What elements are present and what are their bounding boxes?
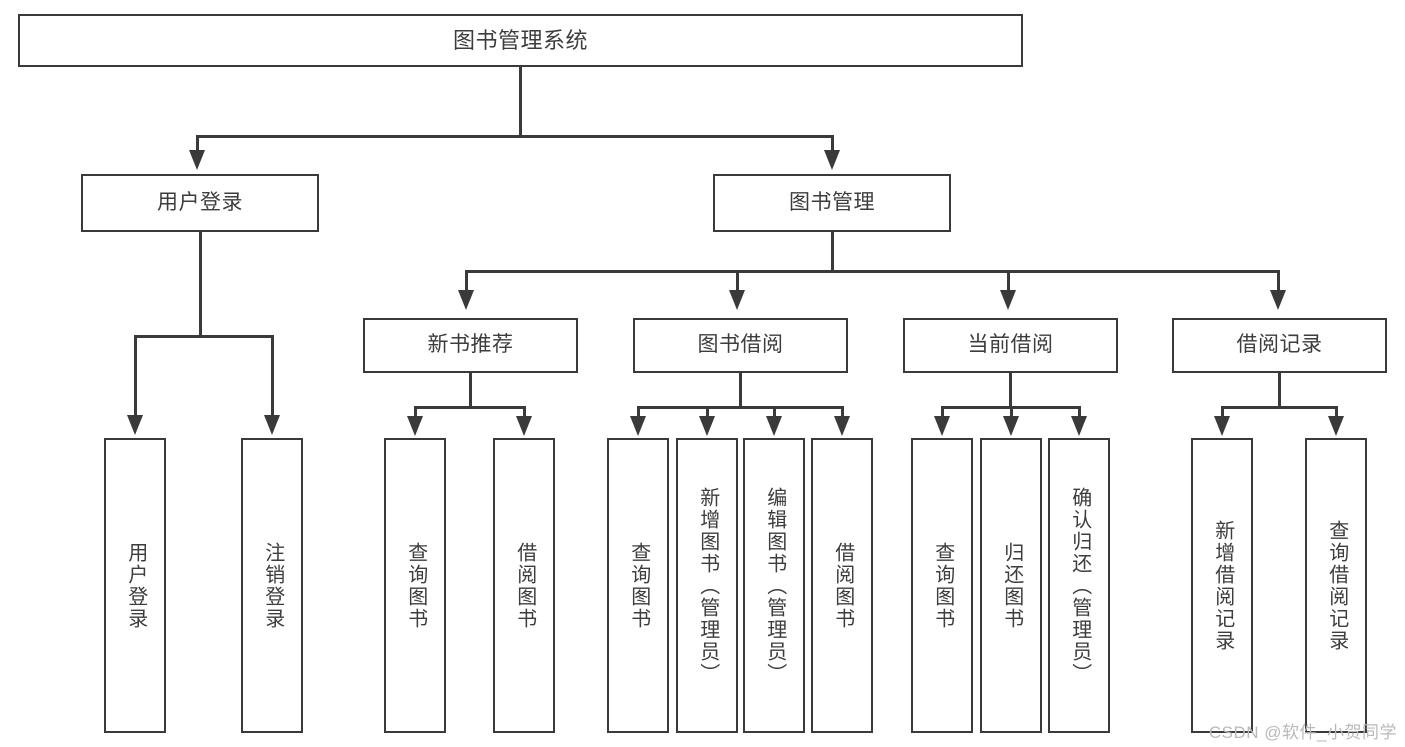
node-borrow-record[interactable]: 借阅记录: [1172, 318, 1387, 373]
connector-currentborrow-c3: [1078, 406, 1081, 420]
connector-borrowrecord-stem: [1278, 373, 1281, 408]
connector-bookborrow-stem: [739, 373, 742, 408]
leaf-add-book-admin[interactable]: 新增图书（管理员）: [676, 438, 738, 733]
node-label: 新书推荐: [427, 333, 514, 357]
node-label: 借阅图书: [513, 541, 536, 630]
connector-borrowrecord-c1: [1221, 406, 1224, 420]
connector-currentborrow-c1: [941, 406, 944, 420]
connector-userlogin-child2: [271, 335, 274, 420]
node-label: 用户登录: [157, 190, 243, 214]
connector-bookmgmt-c2: [736, 270, 739, 292]
connector-root-bar: [196, 135, 834, 138]
leaf-query-borrow-record[interactable]: 查询借阅记录: [1305, 438, 1367, 733]
arrow-newbook-c1: [407, 416, 423, 436]
leaf-logout[interactable]: 注销登录: [241, 438, 303, 733]
connector-bookborrow-c1: [637, 406, 640, 420]
node-book-management[interactable]: 图书管理: [713, 174, 951, 232]
arrow-bookborrow-c4: [834, 416, 850, 436]
arrow-newbook-c2: [516, 416, 532, 436]
leaf-edit-book-admin[interactable]: 编辑图书（管理员）: [743, 438, 805, 733]
node-book-borrow[interactable]: 图书借阅: [633, 318, 848, 373]
arrow-currentborrow-c2: [1003, 416, 1019, 436]
node-label: 编辑图书（管理员）: [763, 486, 786, 685]
node-label: 查询图书: [931, 541, 954, 630]
node-current-borrow[interactable]: 当前借阅: [903, 318, 1118, 373]
arrow-currentborrow-c3: [1071, 416, 1087, 436]
connector-newbook-c1: [414, 406, 417, 420]
leaf-confirm-return-admin[interactable]: 确认归还（管理员）: [1048, 438, 1110, 733]
connector-userlogin-child1: [134, 335, 137, 420]
leaf-user-login[interactable]: 用户登录: [104, 438, 166, 733]
node-new-book-recommend[interactable]: 新书推荐: [363, 318, 578, 373]
connector-root-to-bookmgmt: [831, 135, 834, 155]
arrow-userlogin-child2: [264, 415, 280, 435]
node-root-system[interactable]: 图书管理系统: [18, 14, 1023, 67]
node-label: 归还图书: [1000, 541, 1023, 630]
connector-newbook-stem: [469, 373, 472, 408]
connector-newbook-bar: [414, 406, 526, 409]
connector-userlogin-stem: [199, 232, 202, 337]
connector-bookmgmt-c3: [1007, 270, 1010, 292]
arrow-borrowrecord-c1: [1214, 416, 1230, 436]
node-label: 查询借阅记录: [1325, 519, 1348, 652]
arrow-root-to-bookmgmt: [824, 150, 840, 170]
arrow-bookborrow-c3: [766, 416, 782, 436]
leaf-add-borrow-record[interactable]: 新增借阅记录: [1191, 438, 1253, 733]
connector-root-to-userlogin: [196, 135, 199, 155]
arrow-userlogin-child1: [127, 415, 143, 435]
leaf-borrow-book[interactable]: 借阅图书: [811, 438, 873, 733]
connector-newbook-c2: [523, 406, 526, 420]
node-label: 当前借阅: [967, 333, 1054, 357]
connector-bookmgmt-c1: [465, 270, 468, 292]
connector-bookmgmt-stem: [831, 232, 834, 272]
arrow-root-to-userlogin: [189, 150, 205, 170]
node-label: 图书借阅: [697, 333, 784, 357]
arrow-bookmgmt-c3: [1000, 290, 1016, 310]
connector-bookborrow-c3: [773, 406, 776, 420]
node-label: 图书管理系统: [452, 27, 588, 53]
node-label: 新增借阅记录: [1211, 519, 1234, 652]
node-label: 图书管理: [789, 190, 875, 214]
connector-bookborrow-bar: [637, 406, 844, 409]
connector-bookborrow-c2: [706, 406, 709, 420]
watermark-text: CSDN @软件_小贺同学: [1208, 723, 1397, 742]
connector-root-stem: [519, 67, 522, 137]
node-label: 借阅记录: [1236, 333, 1323, 357]
leaf-query-book-borrow[interactable]: 查询图书: [607, 438, 669, 733]
arrow-bookborrow-c2: [699, 416, 715, 436]
arrow-bookborrow-c1: [630, 416, 646, 436]
node-label: 新增图书（管理员）: [696, 486, 719, 685]
node-label: 注销登录: [261, 541, 284, 630]
node-label: 查询图书: [627, 541, 650, 630]
arrow-bookmgmt-c2: [729, 290, 745, 310]
connector-userlogin-bar: [134, 335, 274, 338]
leaf-query-book-newbook[interactable]: 查询图书: [384, 438, 446, 733]
connector-bookborrow-c4: [841, 406, 844, 420]
leaf-return-book[interactable]: 归还图书: [980, 438, 1042, 733]
leaf-query-book-current[interactable]: 查询图书: [911, 438, 973, 733]
connector-borrowrecord-bar: [1221, 406, 1338, 409]
connector-bookmgmt-c4: [1277, 270, 1280, 292]
node-label: 查询图书: [404, 541, 427, 630]
connector-currentborrow-c2: [1010, 406, 1013, 420]
arrow-bookmgmt-c4: [1270, 290, 1286, 310]
connector-bookmgmt-bar: [465, 270, 1280, 273]
node-label: 用户登录: [124, 541, 147, 630]
connector-currentborrow-stem: [1009, 373, 1012, 408]
leaf-borrow-book-newbook[interactable]: 借阅图书: [493, 438, 555, 733]
node-user-login[interactable]: 用户登录: [81, 174, 319, 232]
connector-borrowrecord-c2: [1335, 406, 1338, 420]
arrow-currentborrow-c1: [934, 416, 950, 436]
arrow-borrowrecord-c2: [1328, 416, 1344, 436]
node-label: 确认归还（管理员）: [1068, 486, 1091, 685]
arrow-bookmgmt-c1: [458, 290, 474, 310]
node-label: 借阅图书: [831, 541, 854, 630]
